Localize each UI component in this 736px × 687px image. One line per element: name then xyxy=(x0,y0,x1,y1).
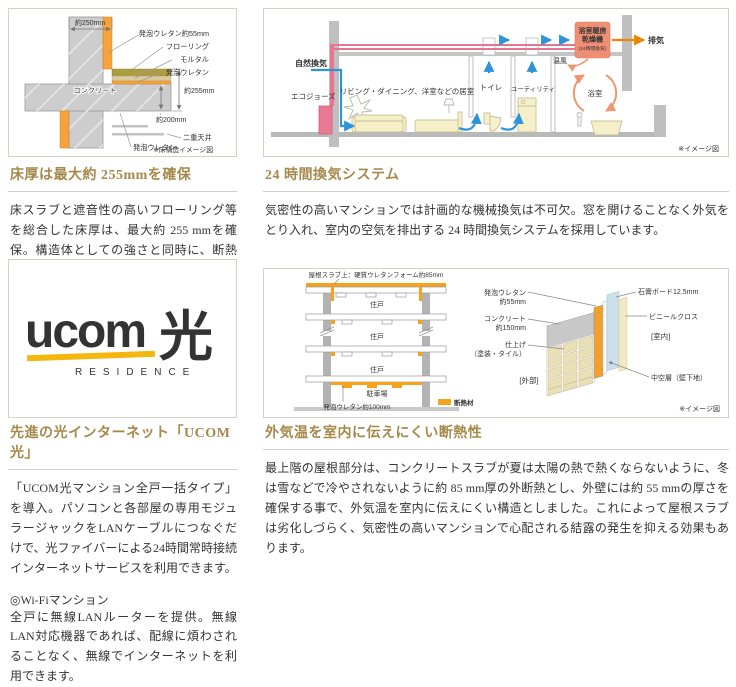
living-room-label: リビング・ダイニング、洋室などの居室 xyxy=(340,86,475,96)
internet-heading: 先進の光インターネット「UCOM 光」 xyxy=(8,422,237,470)
ecojozu-label: エコジョーズ xyxy=(291,91,336,101)
dryer-label-2: 乾燥機 xyxy=(582,35,603,44)
flooring-label: フローリング xyxy=(166,42,209,51)
insulation-text-section: 外気温を室内に伝えにくい断熱性 最上階の屋根部分は、コンクリートスラブが夏は太陽… xyxy=(263,422,729,559)
dim-200-label: 約200mm xyxy=(156,115,187,124)
floor-layers xyxy=(111,68,172,85)
dryer-label-1: 浴室暖房 xyxy=(579,26,607,35)
legend-label: 断熱材 xyxy=(454,398,474,407)
ventilation-text-section: 24 時間換気システム 気密性の高いマンションでは計画的な機械換気は不可欠。窓を… xyxy=(263,164,729,241)
insulation-diagram-note: ※イメージ図 xyxy=(679,405,720,413)
toilet-label: トイレ xyxy=(480,83,503,92)
roof-label: 屋根スラブ上：硬質ウレタンフォーム約85mm xyxy=(309,270,444,279)
hollow-label: 中空層（壁下地） xyxy=(651,373,707,382)
vinyl-layer xyxy=(618,296,628,372)
floor-structure-diagram: 約250mm 発泡ウレタン約55mm フローリング モルタル 発泡ウレタン コン… xyxy=(24,16,216,154)
ventilation-diagram: 浴室暖房 乾燥機 (24時間換気) 自然換気 エコジョーズ リビング・ダイニング… xyxy=(271,15,719,153)
exterior-label: [外部] xyxy=(519,375,538,385)
building-cross-section xyxy=(294,278,459,411)
floor-structure-figure: 約250mm 発泡ウレタン約55mm フローリング モルタル 発泡ウレタン コン… xyxy=(8,8,237,157)
mortar-label: モルタル xyxy=(180,55,209,64)
ventilation-body: 気密性の高いマンションでは計画的な機械換気は不可欠。窓を開けることなく外気をとり… xyxy=(265,203,729,237)
insulation-body: 最上階の屋根部分は、コンクリートスラブが夏は太陽の熱で熱くならないように、冬は雪… xyxy=(265,461,729,555)
leader-lines xyxy=(107,33,182,148)
unit-label-1: 住戸 xyxy=(370,300,384,309)
interior-label: [室内] xyxy=(651,331,670,341)
wifi-title: ◎Wi-Fiマンション xyxy=(10,592,109,607)
dimension-lines xyxy=(68,18,182,112)
furniture xyxy=(343,94,623,136)
wall-finish-label-2: （塗装・タイル） xyxy=(470,349,526,358)
ucom-wordmark: ucom xyxy=(25,305,145,358)
floor-diagram-note: ※床構造イメージ図 xyxy=(153,145,213,154)
urethane-layer xyxy=(593,304,604,379)
logo-swoosh xyxy=(26,350,155,361)
floor-text-section: 床厚は最大約 255mmを確保 床スラブと遮音性の高いフローリング等を総合した床… xyxy=(8,164,237,301)
residence-label: RESIDENCE xyxy=(75,367,196,378)
ventilation-heading: 24 時間換気システム xyxy=(263,164,729,192)
building-labels: 屋根スラブ上：硬質ウレタンフォーム約85mm 住戸 住戸 住戸 駐車場 発泡ウレ… xyxy=(309,270,474,411)
vinyl-label: ビニールクロス xyxy=(649,312,698,321)
bath-dryer-unit: 浴室暖房 乾燥機 (24時間換気) xyxy=(574,21,611,59)
parking-label: 駐車場 xyxy=(367,389,388,398)
fresh-air-flow xyxy=(311,34,571,132)
roof-insulation xyxy=(306,283,446,287)
natural-vent-label: 自然換気 xyxy=(295,58,327,68)
vent-diagram-note: ※イメージ図 xyxy=(678,145,719,153)
ventilation-figure: 浴室暖房 乾燥機 (24時間換気) 自然換気 エコジョーズ リビング・ダイニング… xyxy=(263,8,729,157)
insulation-strips xyxy=(59,16,113,149)
gypsum-layer xyxy=(606,291,620,372)
ecojozu-water-heater xyxy=(318,105,333,135)
urethane100-label: 発泡ウレタン約100mm xyxy=(323,402,390,411)
urethane-label: 発泡ウレタン xyxy=(166,68,209,77)
hot-water-duct xyxy=(330,44,576,106)
warm-air-label: 温風 xyxy=(553,56,567,65)
internet-text-section: 先進の光インターネット「UCOM 光」 「UCOM光マンション全戸一括タイプ」を… xyxy=(8,422,237,687)
legend-swatch xyxy=(438,399,451,405)
exhaust-and-warm-air xyxy=(567,34,646,112)
urethane-bottom-label: 発泡ウレタン xyxy=(133,143,176,152)
dim-250-label: 約250mm xyxy=(75,18,106,27)
wall-urethane-label-1: 発泡ウレタン xyxy=(484,288,526,297)
floor-body: 床スラブと遮音性の高いフローリング等を総合した床厚は、最大約 255 mmを確保… xyxy=(10,203,237,297)
tile-finish-layer xyxy=(547,335,593,396)
unit-label-2: 住戸 xyxy=(370,332,384,341)
wall-finish-label-1: 仕上げ xyxy=(505,340,526,349)
ucom-logo: ucom 光 RESIDENCE xyxy=(25,305,213,378)
wall-labels: 発泡ウレタン 約55mm コンクリート 約150mm 仕上げ （塗装・タイル） … xyxy=(470,287,720,413)
double-ceiling-lines xyxy=(112,125,164,136)
insulation-figure: 屋根スラブ上：硬質ウレタンフォーム約85mm 住戸 住戸 住戸 駐車場 発泡ウレ… xyxy=(263,268,729,418)
bath-label: 浴室 xyxy=(588,88,603,98)
insulation-heading: 外気温を室内に伝えにくい断熱性 xyxy=(263,422,729,450)
hollow-layer xyxy=(602,300,608,375)
floor-heading: 床厚は最大約 255mmを確保 xyxy=(8,164,237,192)
insulation-diagram: 屋根スラブ上：硬質ウレタンフォーム約85mm 住戸 住戸 住戸 駐車場 発泡ウレ… xyxy=(294,270,720,413)
wall-cutaway xyxy=(527,291,650,397)
internet-body: 「UCOM光マンション全戸一括タイプ」を導入。パソコンと各部屋の専用モジュラージ… xyxy=(10,481,237,575)
wall-urethane-label-2: 約55mm xyxy=(500,297,527,306)
dim-255-label: 約255mm xyxy=(184,86,215,95)
wall-concrete-label-1: コンクリート xyxy=(484,315,526,323)
utility-label: ユーティリティ xyxy=(511,85,555,93)
concrete-label: コンクリート xyxy=(73,86,116,95)
unit-label-3: 住戸 xyxy=(370,365,384,374)
exhaust-label: 排気 xyxy=(648,35,664,45)
urethane55-label: 発泡ウレタン約55mm xyxy=(139,29,209,38)
ucom-logo-figure: ucom 光 RESIDENCE xyxy=(8,259,237,418)
wifi-body: 全戸に無線LANルーターを提供。無線LAN対応機器であれば、配線に煩わされること… xyxy=(10,609,237,684)
wall-concrete-label-2: 約150mm xyxy=(496,323,527,332)
hikari-glyph: 光 xyxy=(159,307,213,367)
gypsum-label: 石膏ボード12.5mm xyxy=(638,287,698,296)
dryer-label-3: (24時間換気) xyxy=(579,45,607,52)
double-ceiling-label: 二重天井 xyxy=(183,133,212,142)
